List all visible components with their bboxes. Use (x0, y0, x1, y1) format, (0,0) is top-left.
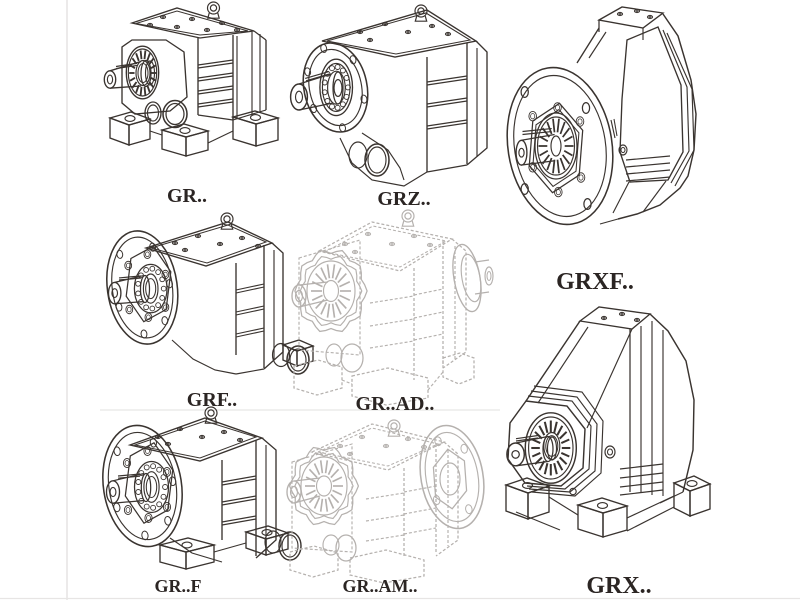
svg-text:GR..AM..: GR..AM.. (343, 576, 418, 596)
svg-text:GRZ..: GRZ.. (377, 188, 430, 210)
svg-text:GRF..: GRF.. (187, 389, 237, 411)
svg-text:GR..AD..: GR..AD.. (356, 393, 435, 415)
svg-text:GRX..: GRX.. (586, 573, 651, 599)
svg-text:GR..: GR.. (167, 185, 207, 207)
svg-text:GR..F: GR..F (155, 576, 202, 596)
svg-text:GRXF..: GRXF.. (556, 269, 634, 295)
